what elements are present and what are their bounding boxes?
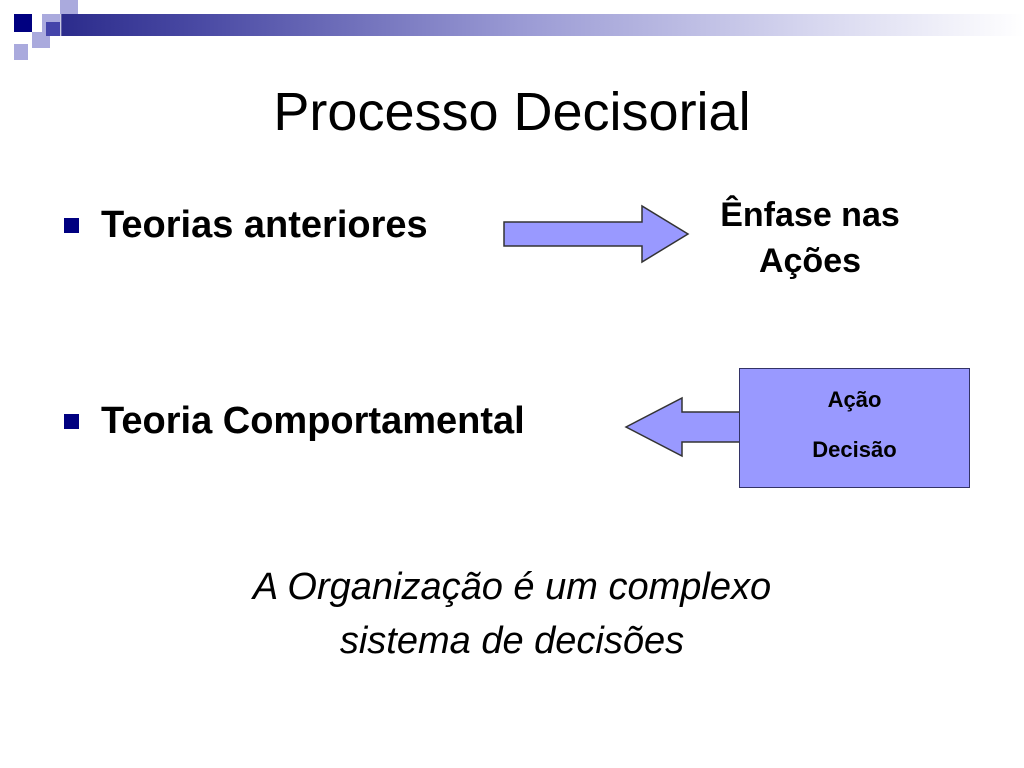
emphasis-line-2: Ações	[758, 242, 862, 280]
bullet-item-teorias-anteriores: Teorias anteriores	[64, 200, 428, 250]
left-arrow-icon	[624, 396, 743, 458]
header-gradient-bar	[0, 14, 1024, 36]
bullet-item-teoria-comportamental: Teoria Comportamental	[64, 396, 525, 446]
conclusion-line-1: A Organização é um complexo	[252, 566, 772, 608]
conclusion-text: A Organização é um complexo sistema de d…	[0, 560, 1024, 668]
slide-title: Processo Decisorial	[273, 82, 751, 142]
action-decision-box: Ação Decisão	[739, 368, 970, 488]
square-bullet-icon	[64, 413, 79, 429]
bullet-text: Teorias anteriores	[101, 203, 428, 246]
right-arrow-icon	[503, 204, 690, 264]
emphasis-text: Ênfase nas Ações	[690, 192, 930, 284]
emphasis-line-1: Ênfase nas	[720, 196, 900, 234]
bullet-text: Teoria Comportamental	[101, 399, 525, 442]
box-line-decisao: Decisão	[812, 437, 897, 462]
conclusion-line-2: sistema de decisões	[339, 620, 685, 662]
box-line-acao: Ação	[827, 387, 882, 412]
square-bullet-icon	[64, 217, 79, 233]
